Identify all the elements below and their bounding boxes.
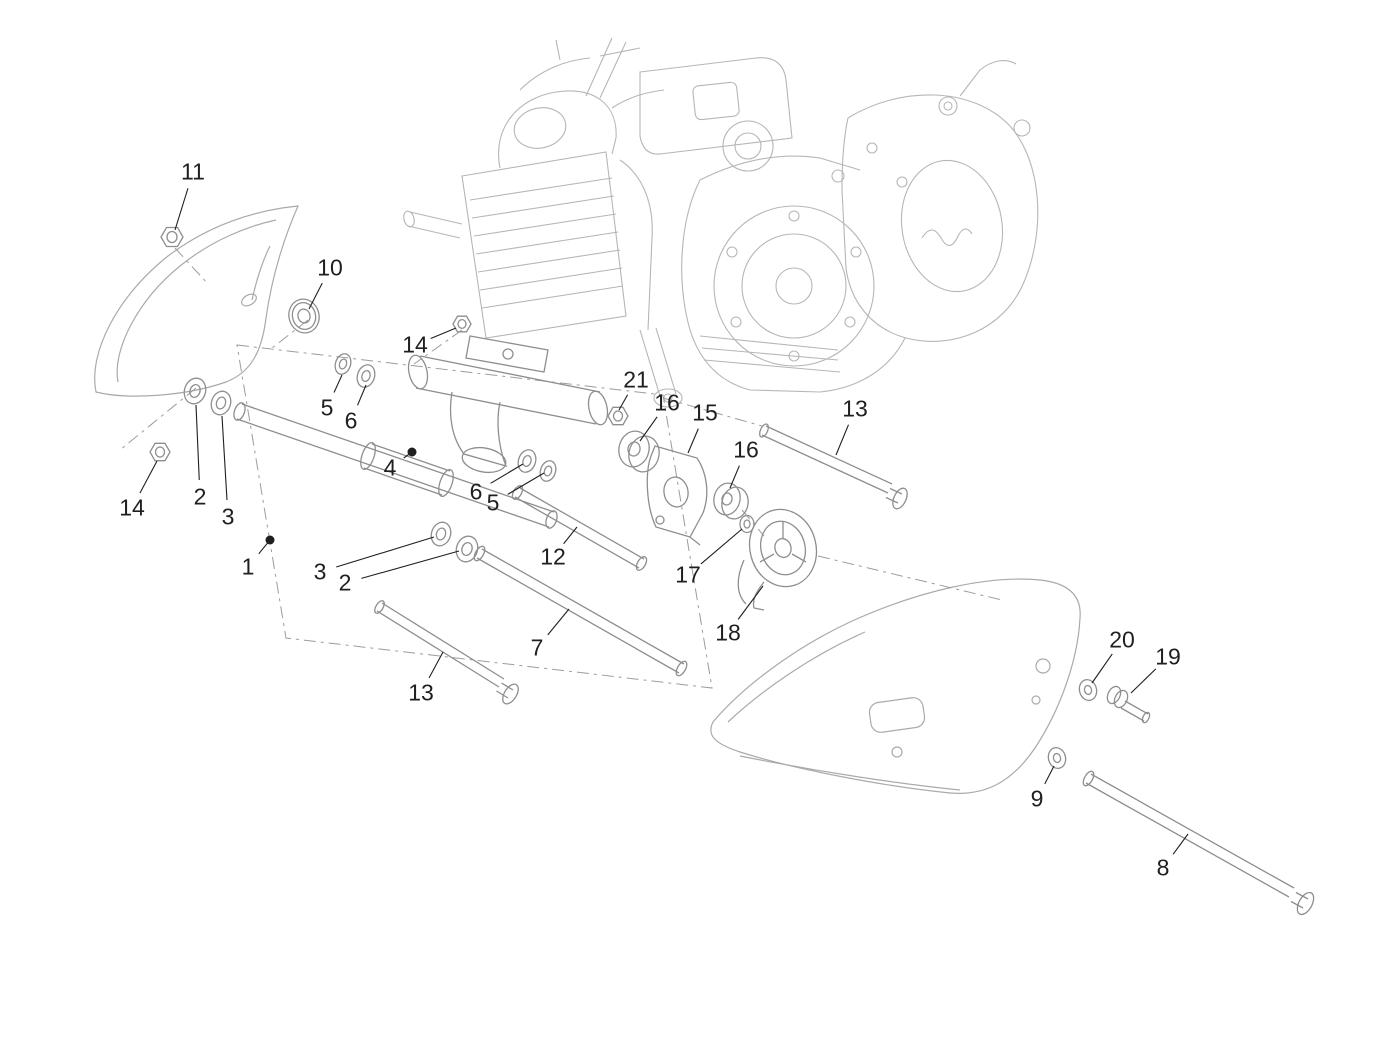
callout-label-5: 5 bbox=[320, 394, 334, 421]
callout-label-4: 4 bbox=[383, 454, 397, 481]
callout-label-12: 12 bbox=[540, 543, 566, 570]
leader-line-8 bbox=[1172, 833, 1189, 855]
part-9-washer bbox=[1047, 746, 1067, 770]
leader-line-13 bbox=[835, 424, 850, 456]
leader-line-7 bbox=[547, 608, 570, 636]
part-14-nut-upper bbox=[452, 315, 472, 333]
callout-label-3: 3 bbox=[313, 558, 327, 585]
leader-line-2 bbox=[361, 550, 460, 579]
leader-line-5 bbox=[333, 374, 343, 393]
callout-label-2: 2 bbox=[338, 569, 352, 596]
callout-label-13: 13 bbox=[842, 395, 868, 422]
part-1-pivot-shaft bbox=[233, 402, 558, 529]
callout-label-3: 3 bbox=[221, 503, 235, 530]
part-13-bolt-lower bbox=[374, 600, 519, 705]
leader-line-14 bbox=[430, 327, 457, 339]
leader-dot-1 bbox=[265, 535, 275, 545]
leader-line-9 bbox=[1044, 765, 1055, 785]
callout-label-10: 10 bbox=[317, 254, 343, 281]
leader-dot-4 bbox=[407, 447, 417, 457]
part-3-bushing-upper bbox=[210, 390, 232, 416]
callout-label-11: 11 bbox=[181, 158, 205, 185]
part-16-cap-upper bbox=[618, 430, 660, 473]
part-7-shaft bbox=[473, 545, 688, 677]
part-8-bolt bbox=[1082, 770, 1315, 916]
leader-line-3 bbox=[221, 415, 228, 501]
callout-label-18: 18 bbox=[715, 619, 741, 646]
part-15-bracket bbox=[646, 445, 708, 546]
leader-line-15 bbox=[687, 428, 699, 454]
part-20-washer bbox=[1078, 678, 1098, 702]
construction-lines bbox=[119, 247, 1003, 689]
part-21-nut bbox=[607, 406, 629, 426]
part-17-washer bbox=[739, 514, 755, 534]
callout-label-8: 8 bbox=[1156, 854, 1170, 881]
part-4-swingarm-bracket bbox=[407, 335, 609, 474]
leader-line-3 bbox=[336, 536, 435, 568]
leader-line-12 bbox=[563, 526, 578, 545]
callout-label-17: 17 bbox=[675, 561, 701, 588]
callout-label-13: 13 bbox=[408, 679, 434, 706]
left-body-panel bbox=[94, 205, 299, 397]
part-14-nut-lower bbox=[149, 442, 171, 462]
callout-label-1: 1 bbox=[241, 553, 255, 580]
callout-label-16: 16 bbox=[733, 436, 759, 463]
part-2-bearing-lower bbox=[455, 535, 479, 563]
part-5-bush-upper bbox=[334, 353, 352, 375]
callout-label-5: 5 bbox=[486, 489, 500, 516]
leader-line-19 bbox=[1130, 668, 1157, 694]
leader-line-5 bbox=[507, 472, 545, 495]
leader-line-18 bbox=[737, 585, 764, 620]
leader-lines-layer bbox=[139, 188, 1189, 855]
callout-label-6: 6 bbox=[344, 407, 358, 434]
leader-line-14 bbox=[139, 460, 158, 494]
callout-label-2: 2 bbox=[193, 483, 207, 510]
part-18-cover bbox=[737, 508, 818, 611]
part-6-bush-lower bbox=[517, 449, 537, 473]
leader-line-16 bbox=[729, 465, 740, 489]
part-19-bolt bbox=[1106, 685, 1151, 724]
callout-label-6: 6 bbox=[469, 478, 483, 505]
callout-label-14: 14 bbox=[119, 494, 145, 521]
part-13-bolt-upper bbox=[759, 423, 908, 510]
right-body-panel bbox=[710, 578, 1081, 794]
callout-label-9: 9 bbox=[1030, 785, 1044, 812]
leader-line-10 bbox=[308, 282, 323, 310]
callout-label-19: 19 bbox=[1155, 643, 1181, 670]
callout-label-20: 20 bbox=[1109, 626, 1135, 653]
part-16-cap-lower bbox=[713, 482, 749, 520]
part-10-ring bbox=[288, 298, 320, 334]
leader-line-13 bbox=[428, 651, 444, 679]
leader-line-16 bbox=[639, 416, 658, 442]
leader-line-11 bbox=[174, 188, 189, 231]
callout-label-7: 7 bbox=[530, 634, 544, 661]
callout-label-21: 21 bbox=[623, 366, 649, 393]
part-5-bush-lower bbox=[539, 460, 557, 482]
leader-line-21 bbox=[618, 394, 629, 411]
leader-line-2 bbox=[195, 404, 200, 481]
part-12-shaft bbox=[511, 485, 648, 571]
engine-outline bbox=[403, 37, 1039, 408]
part-3-bushing-lower bbox=[430, 521, 452, 547]
part-2-bearing-upper bbox=[183, 377, 207, 405]
leader-line-6 bbox=[490, 463, 524, 484]
parts-group bbox=[149, 226, 1315, 916]
leader-line-17 bbox=[700, 528, 743, 565]
leader-line-6 bbox=[357, 384, 367, 406]
callout-label-16: 16 bbox=[654, 389, 680, 416]
leader-line-20 bbox=[1091, 653, 1113, 684]
callout-label-14: 14 bbox=[402, 331, 428, 358]
part-6-bush-upper bbox=[356, 364, 376, 388]
part-11-nut bbox=[160, 226, 184, 248]
callout-label-15: 15 bbox=[692, 399, 718, 426]
